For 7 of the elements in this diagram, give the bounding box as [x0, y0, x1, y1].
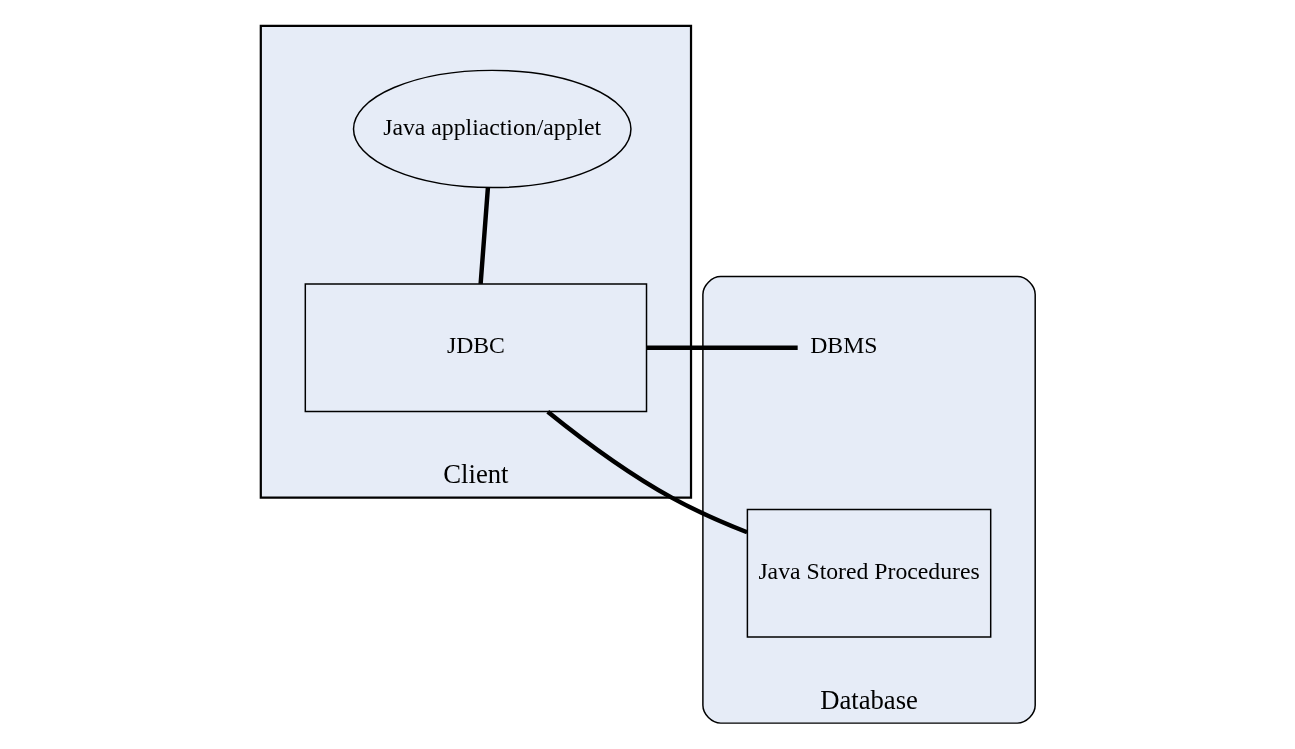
- connector: [477, 187, 490, 284]
- node-text: DBMS: [809, 332, 877, 359]
- connector: [545, 409, 748, 535]
- node-ellipse: Java appliaction/applet: [352, 69, 632, 189]
- connector: [646, 345, 798, 351]
- node-box: Java Stored Procedures: [746, 508, 991, 638]
- node-box: JDBC: [304, 283, 647, 413]
